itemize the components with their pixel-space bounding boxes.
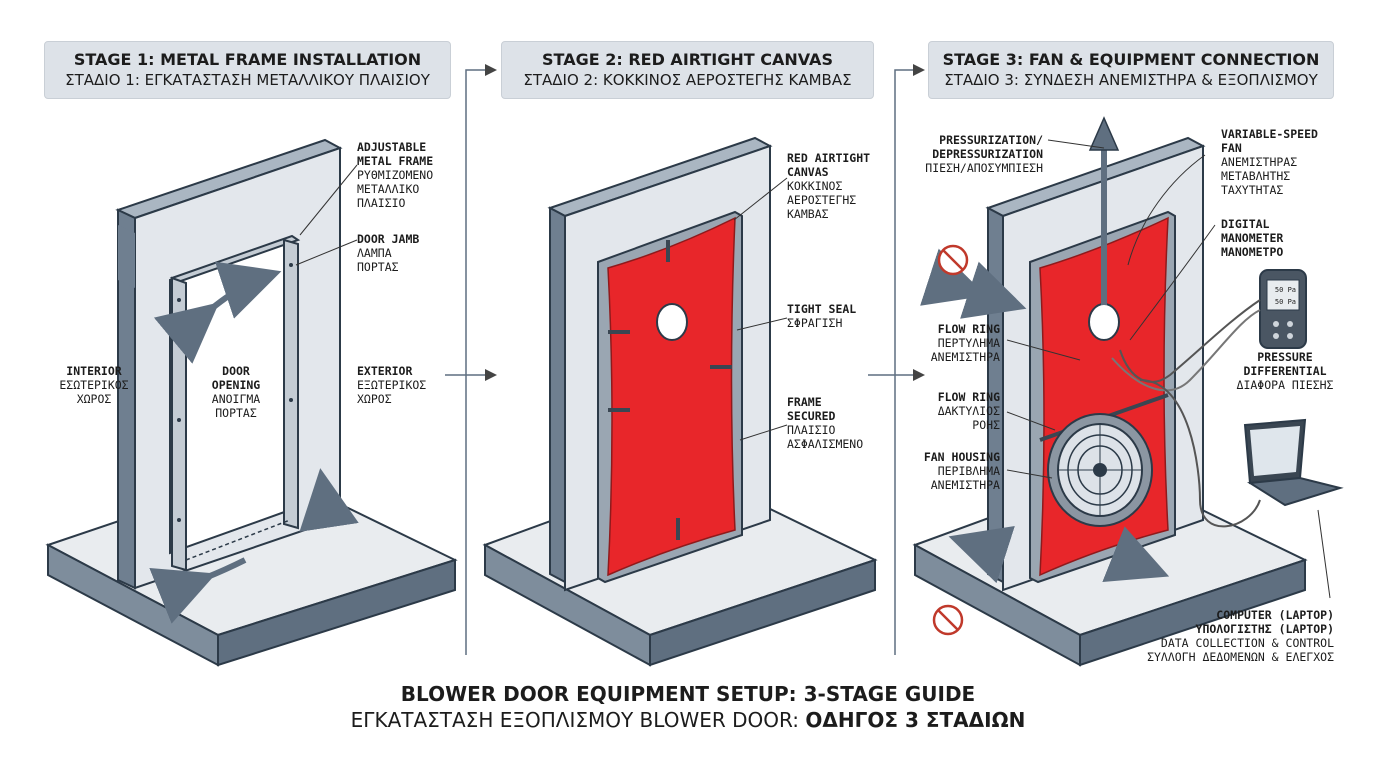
manometer-reading-2: 50 Pa [1275,298,1296,306]
stage2-drawing [482,136,878,667]
footer-title-gr: ΕΓΚΑΤΑΣΤΑΣΗ ΕΞΟΠΛΙΣΜΟΥ BLOWER DOOR: ΟΔΗΓ… [0,707,1376,733]
label-tight-seal: TIGHT SEAL ΣΦΡΑΓΙΣΗ [787,302,857,330]
stage3-title-gr: ΣΤΑΔΙΟ 3: ΣΥΝΔΕΣΗ ΑΝΕΜΙΣΤΗΡΑ & ΕΞΟΠΛΙΣΜΟ… [944,71,1318,89]
stage3-title-en: STAGE 3: FAN & EQUIPMENT CONNECTION [942,50,1320,69]
stage2-banner: STAGE 2: RED AIRTIGHT CANVAS ΣΤΑΔΙΟ 2: Κ… [501,41,874,99]
stage1-title-en: STAGE 1: METAL FRAME INSTALLATION [73,50,422,69]
stage1-drawing [45,138,458,667]
label-laptop: COMPUTER (LAPTOP)ΥΠΟΛΟΓΙΣΤΗΣ (LAPTOP) DA… [1147,608,1334,664]
stage1-title-gr: ΣΤΑΔΙΟ 1: ΕΓΚΑΤΑΣΤΑΣΗ ΜΕΤΑΛΛΙΚΟΥ ΠΛΑΙΣΙΟ… [65,71,430,89]
label-pressurization: PRESSURIZATION/DEPRESSURIZATION ΠΙΕΣΗ/ΑΠ… [925,133,1043,175]
stage3-banner: STAGE 3: FAN & EQUIPMENT CONNECTION ΣΤΑΔ… [928,41,1334,99]
stage3-drawing: 50 Pa 50 Pa [912,116,1344,667]
stage1-banner: STAGE 1: METAL FRAME INSTALLATION ΣΤΑΔΙΟ… [44,41,451,99]
stage2-title-gr: ΣΤΑΔΙΟ 2: ΚΟΚΚΙΝΟΣ ΑΕΡΟΣΤΕΓΗΣ ΚΑΜΒΑΣ [523,71,852,89]
footer-title-gr-b: ΟΔΗΓΟΣ 3 ΣΤΑΔΙΩΝ [805,708,1026,732]
stage-connectors [445,64,925,655]
manometer-reading-1: 50 Pa [1275,286,1296,294]
footer-title-gr-a: ΕΓΚΑΤΑΣΤΑΣΗ ΕΞΟΠΛΙΣΜΟΥ BLOWER DOOR: [350,708,806,732]
stage2-title-en: STAGE 2: RED AIRTIGHT CANVAS [542,50,833,69]
footer-title-en: BLOWER DOOR EQUIPMENT SETUP: 3-STAGE GUI… [400,682,976,706]
